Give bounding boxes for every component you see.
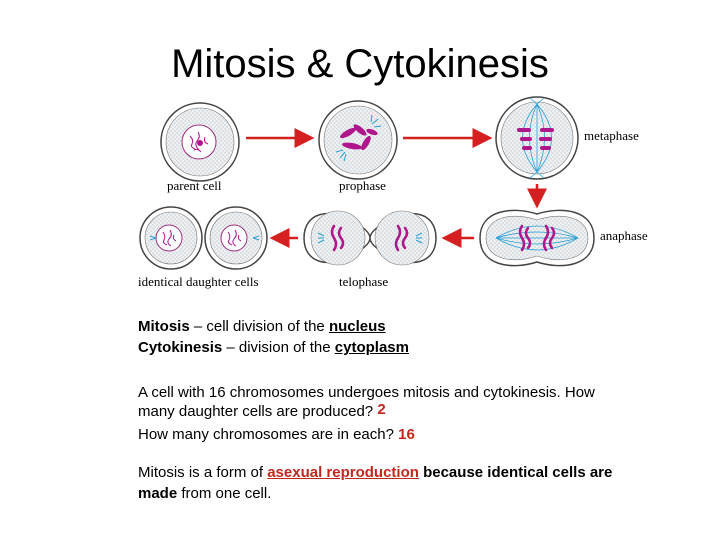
prophase-cell — [318, 100, 398, 180]
answer-nucleus: nucleus — [328, 318, 386, 335]
definition-mitosis: Mitosis – cell division of the nucleus — [138, 317, 386, 336]
statement-rest: from one cell. — [177, 485, 272, 502]
question-line-2: many daughter cells are produced? 2 — [138, 401, 386, 421]
question-daughter-cells: many daughter cells are produced? — [138, 403, 378, 420]
daughter-cell-right — [204, 206, 268, 270]
parent-cell — [160, 102, 240, 182]
statement-line-2: made from one cell. — [138, 484, 271, 503]
label-parent-cell: parent cell — [167, 178, 222, 193]
answer-chromosome-count: 16 — [398, 426, 415, 443]
label-metaphase: metaphase — [584, 128, 639, 143]
daughter-cell-left — [139, 206, 203, 270]
definition-cytokinesis-text: – division of the — [222, 339, 335, 356]
answer-daughter-count: 2 — [377, 401, 386, 418]
label-prophase: prophase — [339, 178, 386, 193]
term-cytokinesis: Cytokinesis — [138, 339, 223, 356]
telophase-cell — [303, 210, 437, 266]
anaphase-cell — [479, 209, 595, 267]
question-line-3: How many chromosomes are in each? 16 — [138, 425, 415, 444]
question-chromosomes: How many chromosomes are in each? — [138, 426, 399, 443]
mitosis-diagram — [139, 96, 595, 270]
definition-mitosis-text: – cell division of the — [189, 318, 329, 335]
statement-prefix: Mitosis is a form of — [138, 464, 268, 481]
answer-asexual-reproduction: asexual reproduction — [267, 464, 419, 481]
statement-line-1: Mitosis is a form of asexual reproductio… — [138, 463, 612, 482]
definition-cytokinesis: Cytokinesis – division of the cytoplasm — [138, 338, 409, 357]
label-daughter-cells: identical daughter cells — [138, 274, 259, 289]
metaphase-cell — [495, 96, 579, 180]
term-mitosis: Mitosis — [138, 318, 190, 335]
page-title: Mitosis & Cytokinesis — [171, 42, 549, 86]
statement-made: made — [138, 485, 178, 502]
statement-suffix: because identical cells are — [418, 464, 613, 481]
label-anaphase: anaphase — [600, 228, 648, 243]
label-telophase: telophase — [339, 274, 389, 289]
question-line-1: A cell with 16 chromosomes undergoes mit… — [138, 384, 595, 401]
answer-cytoplasm: cytoplasm — [334, 339, 409, 356]
